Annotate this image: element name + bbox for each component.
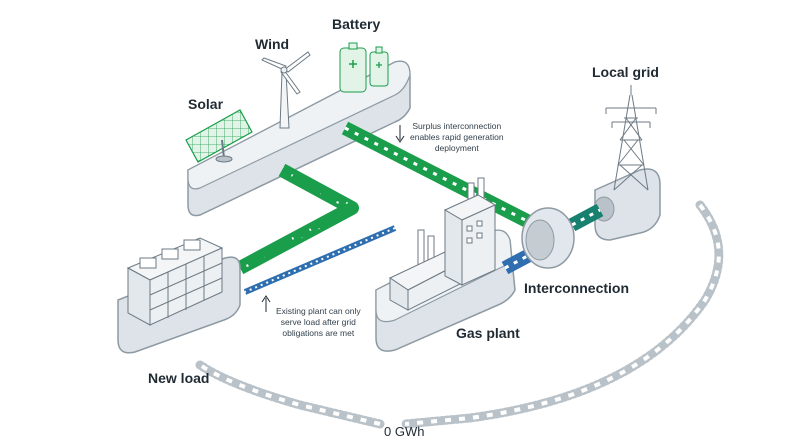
solar-panel-icon: [185, 109, 253, 163]
label-interconnection: Interconnection: [524, 280, 630, 296]
renewables-platform: [187, 60, 411, 217]
local-grid-platform: [593, 168, 661, 241]
gasplant-to-load-connection: [243, 225, 397, 295]
annotation-surplus-line1: Surplus interconnection: [412, 121, 502, 131]
renewables-to-interconnection-connection: [341, 121, 539, 232]
annotation-pointers: [261, 125, 405, 312]
interconnection-node-icon: [521, 207, 575, 269]
transmission-tower-icon: [605, 85, 657, 191]
annotation-surplus-line3: deployment: [434, 143, 479, 153]
label-energy-flow: 0 GWh: [384, 424, 425, 439]
annotation-existing-line1: Existing plant can only: [276, 306, 361, 316]
annotation-existing-plant: Existing plant can only serve load after…: [276, 306, 361, 339]
annotation-existing-line2: serve load after grid: [280, 317, 356, 327]
label-battery: Battery: [332, 16, 381, 32]
wind-turbine-icon: [261, 51, 311, 129]
battery-icon: [339, 42, 389, 93]
annotation-surplus: Surplus interconnection enables rapid ge…: [410, 121, 504, 154]
annotation-existing-line3: obligations are met: [282, 328, 355, 338]
interconnection-to-grid-connection: [568, 203, 604, 232]
label-solar: Solar: [188, 96, 224, 112]
label-new-load: New load: [148, 370, 210, 386]
energy-flow-path: [195, 200, 724, 429]
label-local-grid: Local grid: [592, 64, 659, 80]
label-gas-plant: Gas plant: [456, 325, 520, 341]
renewables-to-load-connection: [236, 163, 359, 275]
gas-plant-icon: [388, 177, 497, 311]
data-center-icon: [126, 237, 224, 326]
label-wind: Wind: [255, 36, 290, 52]
annotation-surplus-line2: enables rapid generation: [410, 132, 504, 142]
